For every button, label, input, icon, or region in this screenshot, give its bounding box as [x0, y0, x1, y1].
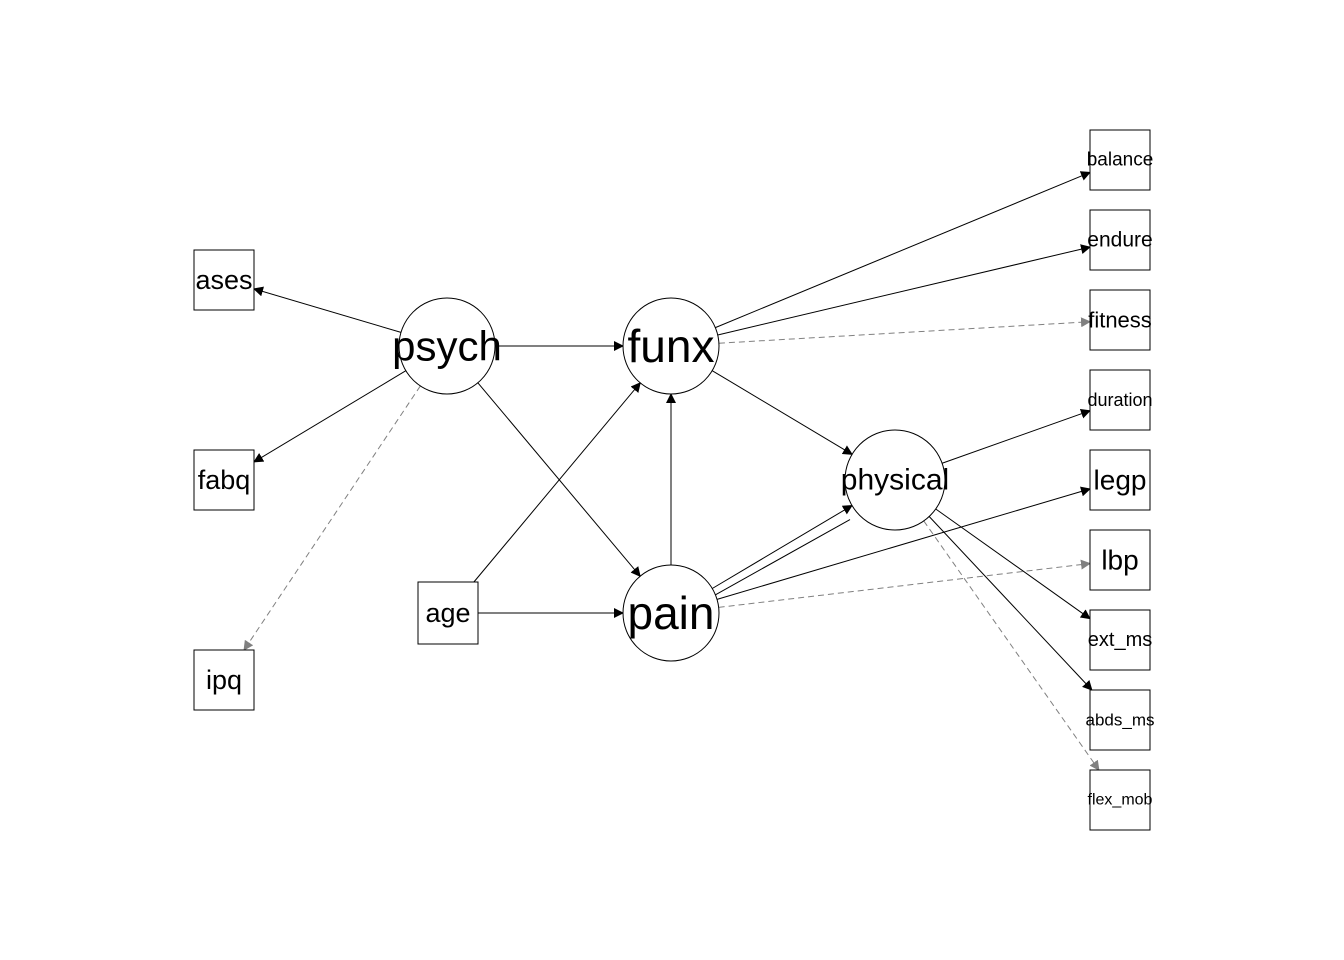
- node-lbp: lbp: [1089, 529, 1151, 591]
- node-label: legp: [1094, 465, 1147, 496]
- node-fitness: fitness: [1088, 289, 1152, 351]
- node-balance: balance: [1087, 129, 1154, 191]
- node-label: duration: [1087, 390, 1152, 410]
- node-label: flex_mob: [1088, 792, 1153, 809]
- node-label: abds_ms: [1086, 711, 1155, 730]
- edge-psych-to-ases: [253, 286, 402, 333]
- node-legp: legp: [1089, 449, 1151, 511]
- observed-variable-box: [417, 581, 479, 645]
- observed-variable-box: [1089, 609, 1151, 671]
- node-label: fitness: [1088, 308, 1152, 333]
- edge-funx-to-balance: [715, 171, 1091, 329]
- observed-variable-box: [1089, 209, 1151, 271]
- node-endure: endure: [1087, 209, 1153, 271]
- observed-variable-box: [1089, 369, 1151, 431]
- observed-variable-box: [1089, 529, 1151, 591]
- edge-psych-to-fabq: [253, 370, 407, 463]
- node-label: lbp: [1101, 545, 1138, 576]
- edge-physical-to-duration: [941, 408, 1091, 464]
- node-psych: psych: [392, 297, 502, 395]
- node-label: psych: [392, 323, 502, 370]
- node-label: fabq: [198, 465, 251, 495]
- node-duration: duration: [1087, 369, 1153, 431]
- edge-funx-to-physical: [711, 370, 853, 455]
- node-label: funx: [628, 320, 715, 372]
- edge-funx-to-endure: [717, 244, 1091, 336]
- node-label: physical: [841, 464, 949, 497]
- node-label: endure: [1087, 229, 1152, 252]
- latent-variable-circle: [622, 297, 720, 395]
- node-label: age: [425, 598, 470, 628]
- observed-variable-box: [193, 249, 255, 311]
- node-physical: physical: [841, 429, 949, 531]
- node-label: ipq: [206, 665, 242, 695]
- edge-funx-to-fitness: [718, 317, 1091, 344]
- nodes-layer: psych funx pain physical ases fabq ipq age balan…: [193, 129, 1155, 831]
- observed-variable-box: [193, 449, 255, 511]
- edge-physical-to-abds_ms: [928, 516, 1093, 691]
- node-abds-ms: abds_ms: [1086, 689, 1155, 751]
- edge-physical-to-pain: [711, 519, 851, 598]
- node-label: ext_ms: [1088, 629, 1152, 651]
- edge-pain-to-lbp: [718, 559, 1091, 608]
- node-ipq: ipq: [193, 649, 255, 711]
- node-funx: funx: [622, 297, 720, 395]
- observed-variable-box: [1089, 769, 1151, 831]
- latent-variable-circle: [844, 429, 946, 531]
- observed-variable-box: [1089, 289, 1151, 351]
- node-pain: pain: [622, 564, 720, 662]
- node-ases: ases: [193, 249, 255, 311]
- observed-variable-box: [1089, 449, 1151, 511]
- edge-pain-to-legp: [716, 486, 1091, 600]
- latent-variable-circle: [622, 564, 720, 662]
- latent-variable-circle: [398, 297, 496, 395]
- observed-variable-box: [1089, 129, 1151, 191]
- node-fabq: fabq: [193, 449, 255, 511]
- edge-age-to-funx: [473, 382, 641, 583]
- observed-variable-box: [193, 649, 255, 711]
- node-label: ases: [195, 265, 252, 295]
- edges-layer: [243, 171, 1100, 771]
- node-label: balance: [1087, 150, 1154, 171]
- edge-psych-to-ipq: [243, 385, 421, 651]
- observed-variable-box: [1089, 689, 1151, 751]
- node-flex-mob: flex_mob: [1088, 769, 1153, 831]
- edge-pain-to-physical: [712, 505, 853, 589]
- node-label: pain: [628, 587, 715, 639]
- edge-physical-to-ext_ms: [935, 508, 1091, 620]
- node-age: age: [417, 581, 479, 645]
- edge-physical-to-flex_mob: [923, 520, 1100, 771]
- node-ext-ms: ext_ms: [1088, 609, 1152, 671]
